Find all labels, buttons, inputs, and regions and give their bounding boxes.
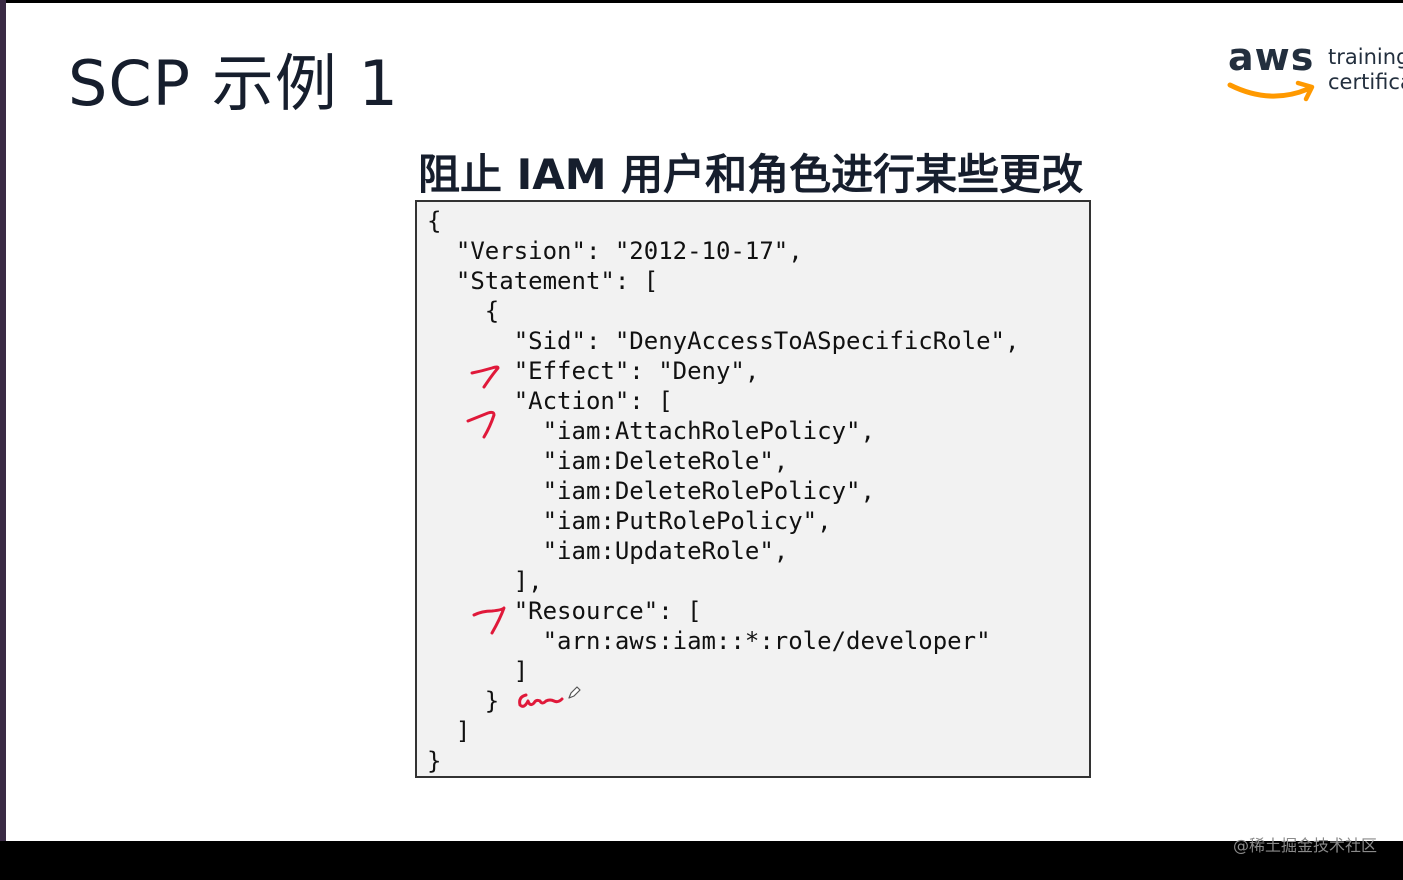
aws-logo-word: aws	[1228, 35, 1315, 79]
pen-cursor-icon	[568, 686, 581, 699]
aws-smile-icon	[1227, 80, 1315, 102]
policy-code-box: { "Version": "2012-10-17", "Statement": …	[415, 200, 1091, 778]
bottom-letterbox-bar	[0, 841, 1403, 880]
pen-arrow-effect-icon	[470, 365, 500, 389]
pen-scribble-icon	[518, 693, 564, 708]
aws-logo-line-certification: certifica	[1328, 70, 1403, 94]
aws-logo-line-training: training	[1328, 45, 1403, 69]
pen-arrow-action-icon	[466, 410, 496, 439]
pen-arrow-resource-icon	[472, 606, 506, 635]
presentation-slide: SCP 示例 1 aws training certifica 阻止 IAM 用…	[6, 3, 1403, 841]
aws-logo-subtitle: training certifica	[1328, 45, 1403, 95]
aws-training-logo: aws training certifica	[1224, 35, 1403, 111]
watermark: @稀土掘金技术社区	[1232, 836, 1377, 855]
policy-json-code: { "Version": "2012-10-17", "Statement": …	[427, 207, 1020, 775]
slide-subheading: 阻止 IAM 用户和角色进行某些更改	[418, 150, 1084, 199]
window-left-edge	[0, 0, 6, 841]
slide-title: SCP 示例 1	[68, 47, 399, 120]
